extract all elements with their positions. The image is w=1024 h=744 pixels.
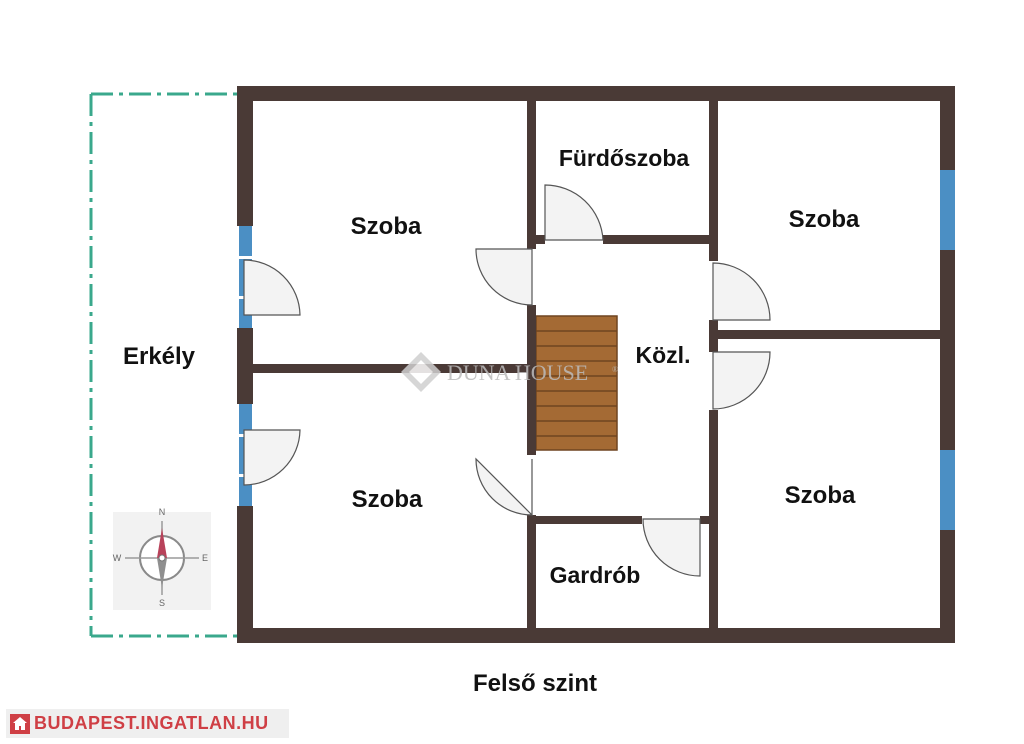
- door-bathroom: [544, 184, 604, 241]
- balcony-outline: [89, 92, 240, 638]
- compass-needle-north: [157, 528, 167, 558]
- room-label-szoba-bottom-left: Szoba: [352, 486, 423, 513]
- watermark-text: DUNA HOUSE: [447, 360, 588, 385]
- house-icon: [10, 713, 30, 734]
- room-label-szoba-bottom-right: Szoba: [785, 482, 856, 509]
- room-label-furdoszoba: Fürdőszoba: [559, 145, 690, 171]
- door-right-top-room: [712, 262, 771, 321]
- door-left-top-room: [475, 248, 533, 306]
- duna-house-logo-icon: [401, 352, 441, 392]
- floor-title: Felső szint: [473, 670, 597, 697]
- door-left-bottom-room: [475, 457, 533, 517]
- door-gardrob: [642, 518, 701, 577]
- room-label-szoba-top-right: Szoba: [789, 206, 860, 233]
- window-right-top: [940, 170, 955, 250]
- compass-north-label: N: [159, 507, 166, 517]
- door-balcony-top: [243, 259, 301, 316]
- window-right-bottom: [940, 450, 955, 530]
- door-balcony-bottom: [243, 429, 301, 486]
- room-label-kozl: Közl.: [636, 342, 691, 368]
- walls: [237, 86, 955, 643]
- compass-needle-south: [157, 558, 167, 588]
- compass-west-label: W: [113, 553, 122, 563]
- compass-icon: N E S W: [113, 507, 211, 610]
- doors: [243, 184, 771, 577]
- brand-text: BUDAPEST.INGATLAN.HU: [34, 713, 269, 733]
- duna-house-watermark: DUNA HOUSE ®: [401, 352, 618, 392]
- compass-south-label: S: [159, 598, 165, 608]
- room-label-szoba-top-left: Szoba: [351, 213, 422, 240]
- footer-brand[interactable]: BUDAPEST.INGATLAN.HU: [6, 709, 289, 738]
- room-label-erkely: Erkély: [123, 343, 196, 370]
- watermark-registered: ®: [612, 365, 618, 374]
- compass-east-label: E: [202, 553, 208, 563]
- door-right-bottom-room: [712, 351, 771, 410]
- room-label-gardrob: Gardrób: [550, 562, 641, 588]
